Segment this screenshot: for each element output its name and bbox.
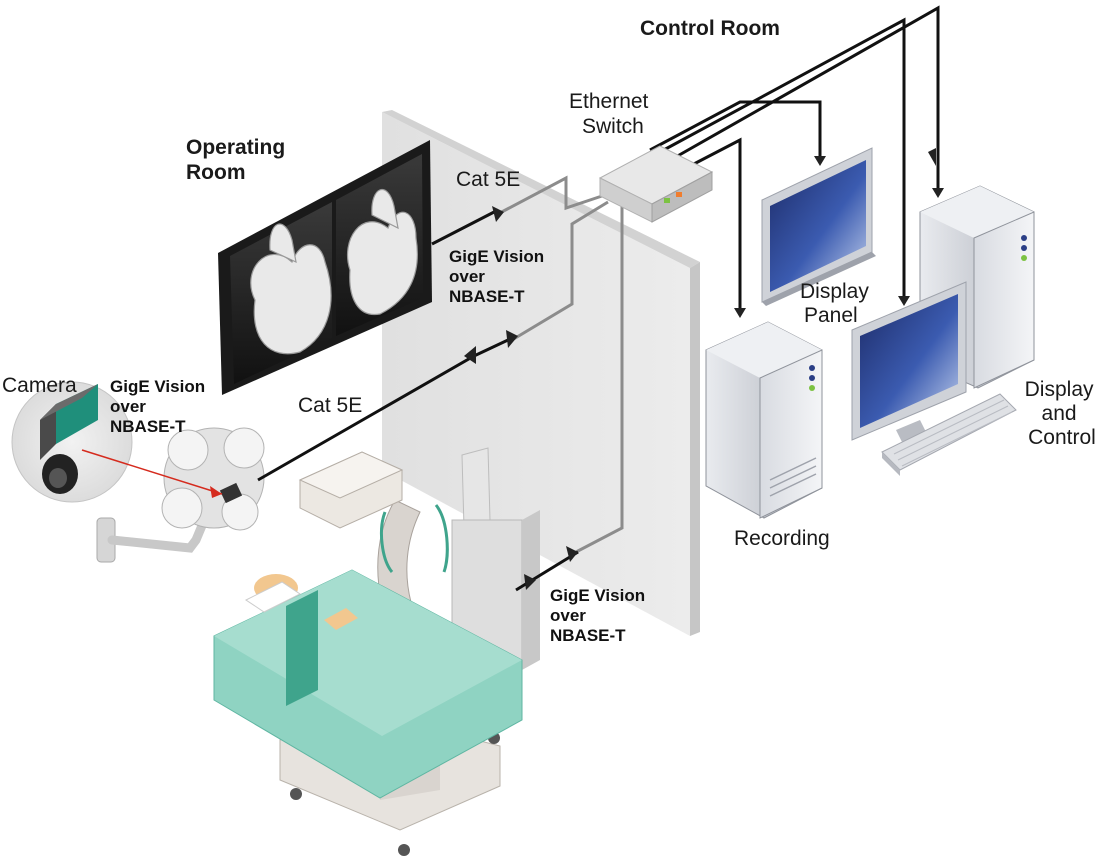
display-control-label: Display and Control (1025, 378, 1100, 449)
gige-monitor-line-2: over (449, 267, 485, 286)
display-control-line-3: Control (1028, 426, 1096, 449)
display-panel-line-1: Display (800, 280, 869, 303)
cat5e-mid-label: Cat 5E (298, 394, 362, 417)
workstation-keyboard (881, 393, 1017, 476)
operating-room-line-1: Operating (186, 136, 285, 159)
workstation-monitor (851, 281, 967, 450)
cable-connectors (464, 148, 944, 590)
operating-room-title: Operating Room (186, 136, 291, 184)
ethernet-switch-line-1: Ethernet (569, 90, 649, 113)
camera-inset (11, 381, 223, 503)
recording-label: Recording (734, 527, 830, 550)
ethernet-switch-device (598, 145, 714, 223)
recording-pc (705, 321, 823, 519)
display-panel-line-2: Panel (804, 304, 858, 327)
ethernet-switch-label: Ethernet Switch (569, 90, 654, 138)
gige-camera-line-1: GigE Vision (110, 377, 205, 396)
gige-monitor-line-3: NBASE-T (449, 287, 525, 306)
control-room-title: Control Room (640, 17, 780, 40)
gige-carm-label: GigE Vision over NBASE-T (550, 586, 650, 645)
gige-carm-line-3: NBASE-T (550, 626, 626, 645)
display-panel-device (761, 147, 876, 306)
gray-cables (495, 175, 624, 554)
patient-table (213, 569, 523, 856)
camera-label: Camera (2, 374, 77, 397)
xray-monitor (218, 140, 432, 395)
gige-carm-line-1: GigE Vision (550, 586, 645, 605)
operating-room-line-2: Room (186, 161, 246, 184)
gige-camera-line-2: over (110, 397, 146, 416)
gige-monitor-label: GigE Vision over NBASE-T (449, 247, 549, 306)
surgical-light (96, 427, 265, 563)
gige-camera-line-3: NBASE-T (110, 417, 186, 436)
cat5e-top-label: Cat 5E (456, 168, 520, 191)
gige-carm-line-2: over (550, 606, 586, 625)
display-control-line-2: and (1042, 402, 1077, 425)
ethernet-switch-line-2: Switch (582, 115, 644, 138)
gige-monitor-line-1: GigE Vision (449, 247, 544, 266)
gige-camera-label: GigE Vision over NBASE-T (110, 377, 210, 436)
display-panel-label: Display Panel (800, 280, 875, 327)
display-control-line-1: Display (1025, 378, 1094, 401)
